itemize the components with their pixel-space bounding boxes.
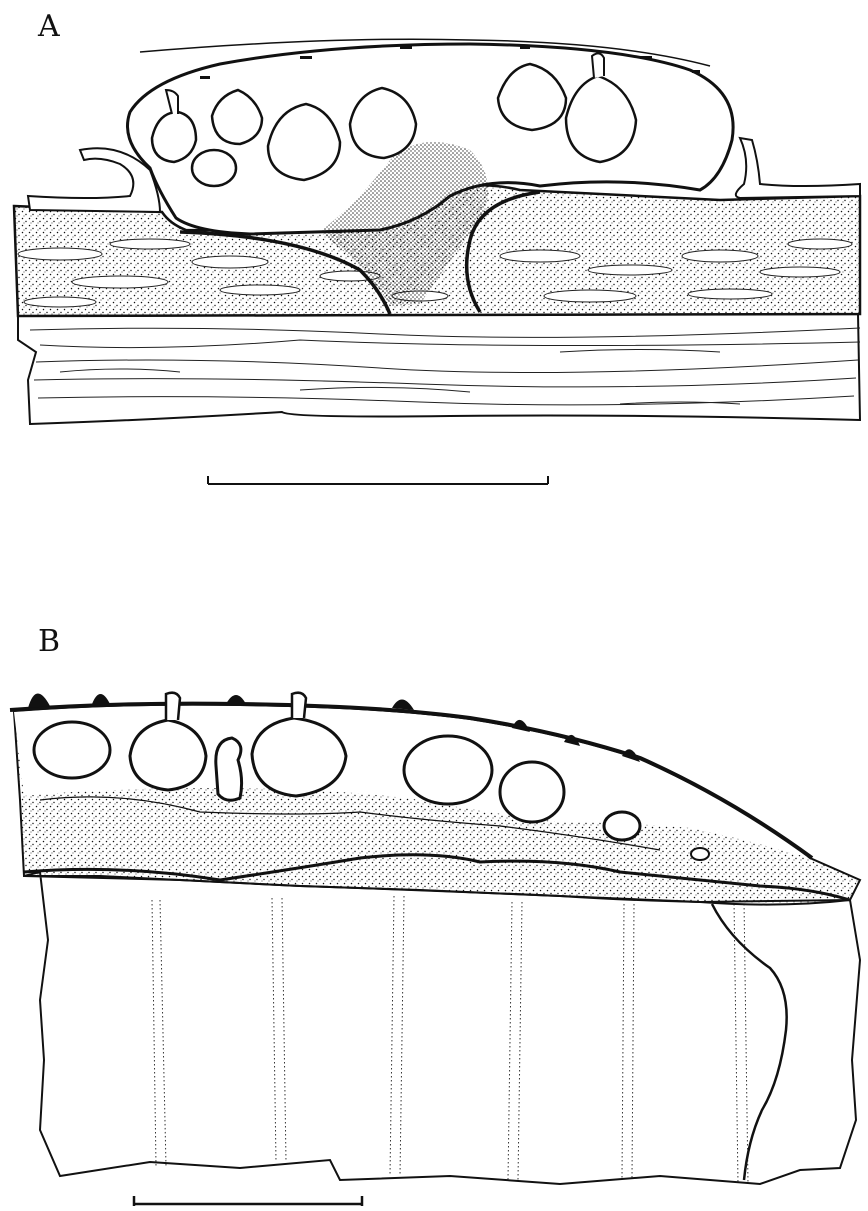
panel-b-scale-bar bbox=[134, 1196, 362, 1206]
panel-b-label: B bbox=[38, 624, 60, 659]
perithecium-neck bbox=[166, 693, 180, 720]
panel-a: A bbox=[14, 9, 860, 484]
perithecium bbox=[130, 720, 206, 790]
perithecium bbox=[500, 762, 564, 822]
perithecium bbox=[404, 736, 492, 804]
panel-a-scale-bar bbox=[208, 476, 548, 484]
perithecium bbox=[216, 738, 242, 800]
panel-a-label: A bbox=[37, 9, 60, 44]
perithecium-neck bbox=[592, 53, 604, 78]
perithecium bbox=[192, 150, 236, 186]
perithecium bbox=[691, 848, 709, 860]
panel-b: B bbox=[10, 624, 860, 1206]
perithecium-neck bbox=[292, 693, 306, 718]
panel-b-wood-tissue bbox=[24, 872, 860, 1184]
perithecium bbox=[34, 722, 110, 778]
perithecium bbox=[604, 812, 640, 840]
panel-a-periderm-right bbox=[736, 138, 860, 198]
